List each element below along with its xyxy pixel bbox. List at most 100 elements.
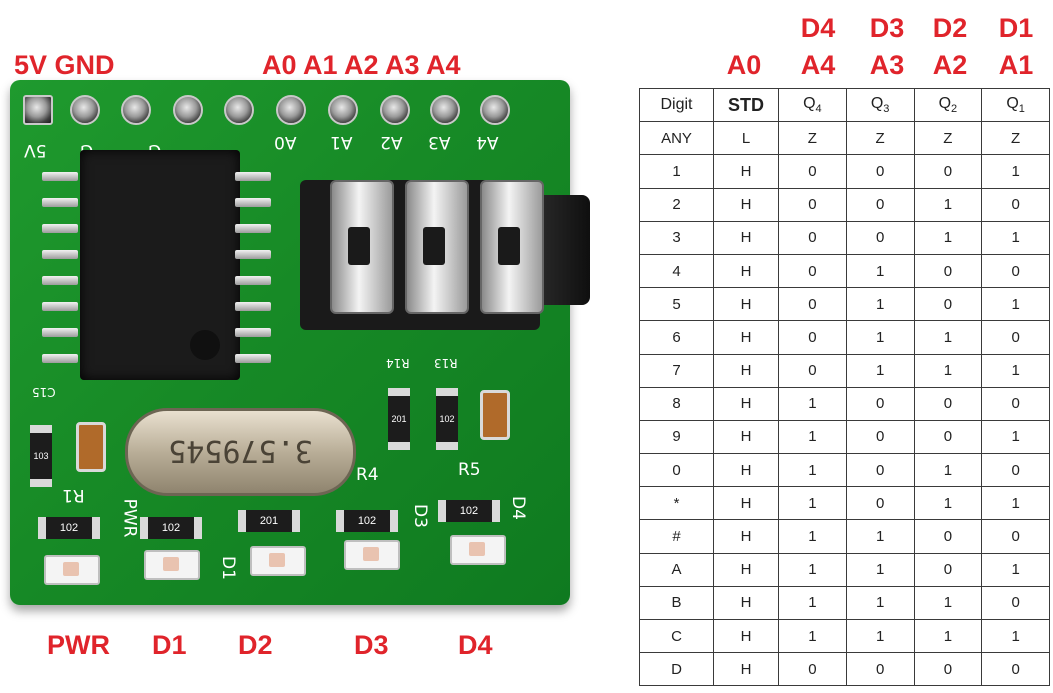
cell-q2: 1 [913, 618, 983, 654]
cell-digit: A [639, 552, 714, 587]
table-header-row: Digit STD Q4 Q3 Q2 Q1 [639, 87, 1050, 123]
cell-q4: 0 [778, 253, 847, 289]
ic-leg [42, 354, 78, 363]
col-label-q4-bottom: A4 [800, 50, 836, 80]
col-label-q2-top: D2 [932, 13, 968, 43]
silk-r5: R5 [458, 460, 481, 480]
cell-std: H [713, 287, 779, 322]
silk-a3: A3 [428, 132, 451, 152]
label-d1: D1 [152, 630, 187, 660]
header-pin-a3 [380, 95, 410, 125]
ic-leg [42, 328, 78, 337]
resistor-r1: 103 [30, 425, 52, 487]
cell-q1: 1 [981, 419, 1050, 455]
cell-digit: B [639, 585, 714, 621]
cell-std: H [713, 585, 779, 621]
header-pin-a4 [430, 95, 460, 125]
cell-q1: 1 [981, 618, 1050, 654]
cell-digit: 9 [639, 419, 714, 455]
cell-q1: 0 [981, 585, 1050, 621]
resistor-d2: 201 [238, 510, 300, 532]
cell-q1: 0 [981, 386, 1050, 421]
col-label-std-bottom: A0 [726, 50, 762, 80]
resistor-r13: 102 [436, 388, 458, 450]
cell-q3: 0 [845, 187, 915, 222]
led-d2 [250, 546, 306, 576]
cell-digit: 0 [639, 453, 714, 488]
cell-q2: 1 [913, 220, 983, 255]
header-pin-gnd2 [121, 95, 151, 125]
cell-digit: 6 [639, 320, 714, 355]
ic-leg [42, 276, 78, 285]
cell-q2: 1 [913, 585, 983, 621]
cell-q4: 1 [778, 419, 847, 455]
cell-q4: 0 [778, 220, 847, 255]
ic-leg [42, 172, 78, 181]
header-q1: Q1 [981, 87, 1050, 123]
led-d1 [144, 550, 200, 580]
silk-r13: R13 [434, 356, 458, 370]
cell-q2: 1 [913, 453, 983, 488]
ic-leg [235, 302, 271, 311]
cell-std: L [713, 121, 779, 156]
cell-q4: 1 [778, 618, 847, 654]
col-label-q1-bottom: A1 [998, 50, 1034, 80]
cell-q3: 1 [845, 320, 915, 355]
cell-q2: 1 [913, 486, 983, 521]
cell-q2: 0 [913, 552, 983, 587]
header-q3: Q3 [845, 87, 915, 123]
cell-std: H [713, 154, 779, 189]
ic-leg [42, 250, 78, 259]
cell-q4: 0 [778, 320, 847, 355]
led-d4 [450, 535, 506, 565]
cell-q1: 1 [981, 552, 1050, 587]
cell-digit: * [639, 486, 714, 521]
silk-5v: 5V [24, 140, 47, 160]
cell-q2: 0 [913, 652, 983, 687]
cell-q3: 0 [845, 220, 915, 255]
cell-q2: 0 [913, 253, 983, 289]
col-label-q3-top: D3 [869, 13, 905, 43]
cell-q2: 0 [913, 419, 983, 455]
cell-q4: Z [778, 121, 847, 156]
cell-digit: 5 [639, 287, 714, 322]
cell-q3: 0 [845, 419, 915, 455]
cell-digit: 7 [639, 353, 714, 388]
jack-clip [330, 180, 394, 314]
cell-q3: 0 [845, 486, 915, 521]
cell-q1: 1 [981, 220, 1050, 255]
cell-q4: 1 [778, 453, 847, 488]
silk-a1: A1 [330, 132, 353, 152]
led-d3 [344, 540, 400, 570]
ic-leg [235, 276, 271, 285]
header-pin-end [480, 95, 510, 125]
ic-leg [42, 198, 78, 207]
cell-q4: 0 [778, 187, 847, 222]
cell-q1: 0 [981, 187, 1050, 222]
cell-q4: 0 [778, 154, 847, 189]
pcb-board: 5V G G A0 A1 A2 A3 A4 R1 R4 R5 PWR D1 D3… [10, 80, 590, 605]
silk-pwr: PWR [119, 498, 140, 538]
header-pin-nc [173, 95, 203, 125]
header-pin-5v [23, 95, 53, 125]
label-5v-gnd: 5V GND [14, 50, 115, 80]
cell-q2: 1 [913, 320, 983, 355]
col-label-q3-bottom: A3 [869, 50, 905, 80]
cell-q2: 0 [913, 519, 983, 554]
header-pin-a2 [328, 95, 358, 125]
header-q2: Q2 [913, 87, 983, 123]
cell-digit: 1 [639, 154, 714, 189]
cell-q2: 0 [913, 154, 983, 189]
capacitor [480, 390, 510, 440]
cell-digit: ANY [639, 121, 714, 156]
header-pin-a0 [224, 95, 254, 125]
cell-std: H [713, 386, 779, 421]
